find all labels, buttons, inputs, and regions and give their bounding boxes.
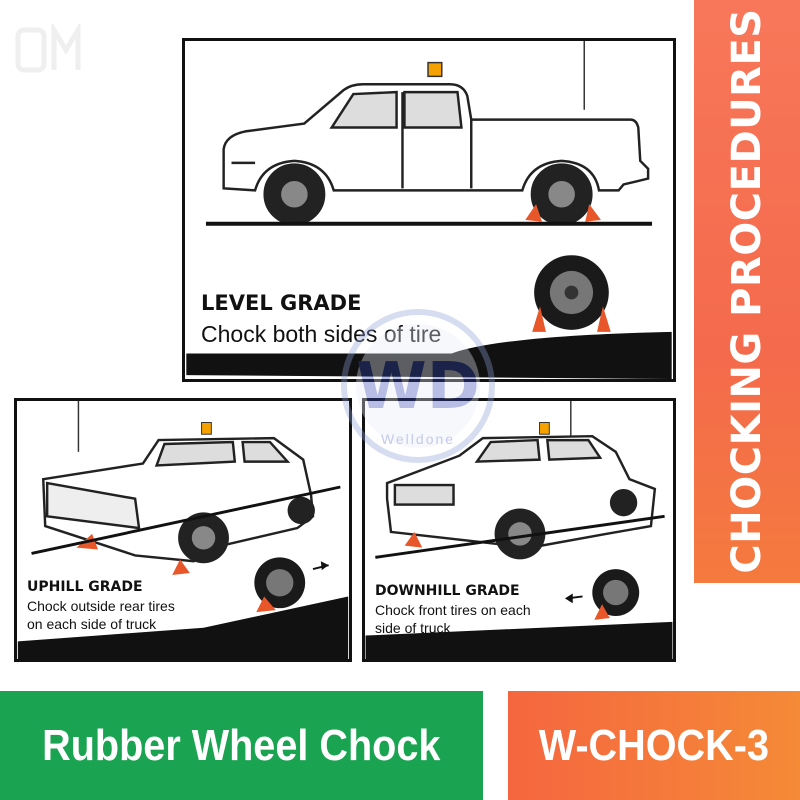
level-tire-closeup xyxy=(532,255,611,332)
chocking-procedures-text: CHOCKING PROCEDURES xyxy=(724,8,770,574)
pickup-truck-side xyxy=(222,83,650,192)
product-name-banner: Rubber Wheel Chock xyxy=(0,691,483,800)
product-code: W-CHOCK-3 xyxy=(538,720,770,770)
product-name: Rubber Wheel Chock xyxy=(42,720,441,770)
level-grade-title: LEVEL GRADE xyxy=(201,291,362,315)
level-grade-illustration xyxy=(186,41,672,379)
level-grade-panel: LEVEL GRADE Chock both sides of tire xyxy=(182,38,676,382)
downhill-grade-panel: DOWNHILL GRADE Chock front tires on each… xyxy=(362,398,676,662)
downhill-grade-illustration xyxy=(365,401,673,659)
uphill-grade-line1: Chock outside rear tires xyxy=(27,598,175,614)
corner-logo-mark xyxy=(15,24,81,73)
downhill-tire-closeup xyxy=(592,569,640,620)
front-wheel xyxy=(263,163,326,226)
rear-wheel xyxy=(530,163,593,226)
uphill-grade-line2: on each side of truck xyxy=(27,616,157,632)
product-code-banner: W-CHOCK-3 xyxy=(508,691,800,800)
pickup-truck-rear xyxy=(41,436,315,563)
chocking-procedures-banner: CHOCKING PROCEDURES xyxy=(694,0,800,583)
uphill-grade-title: UPHILL GRADE xyxy=(27,579,143,595)
level-grade-text: Chock both sides of tire xyxy=(201,321,442,347)
uphill-grade-illustration xyxy=(17,401,349,659)
uphill-grade-panel: UPHILL GRADE Chock outside rear tires on… xyxy=(14,398,352,662)
downhill-grade-title: DOWNHILL GRADE xyxy=(375,583,520,599)
uphill-tire-closeup xyxy=(254,557,306,613)
downhill-grade-line2: side of truck xyxy=(375,620,451,636)
downhill-grade-line1: Chock front tires on each xyxy=(375,602,531,618)
